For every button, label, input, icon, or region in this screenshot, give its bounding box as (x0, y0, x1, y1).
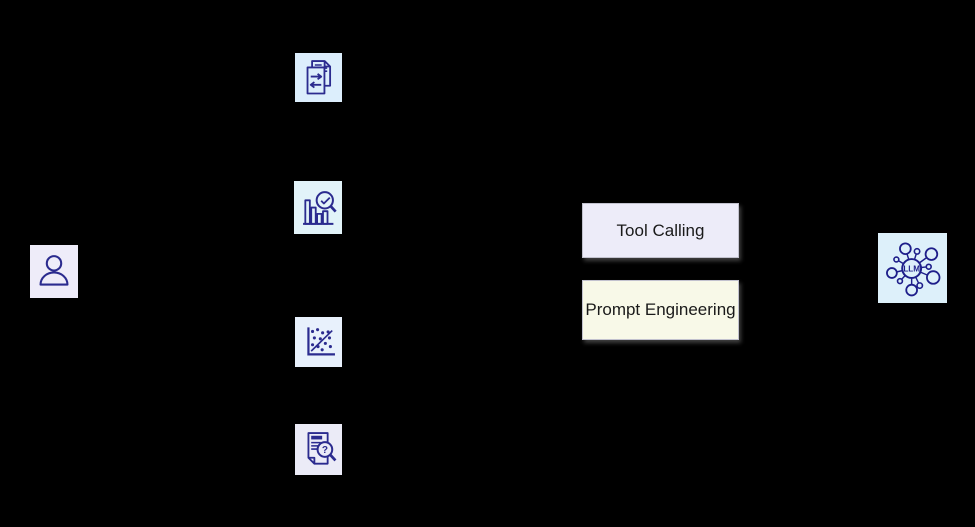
llm-node: LLM (878, 233, 947, 303)
scatter-plot-icon (307, 327, 335, 356)
user-node (30, 245, 78, 298)
task-node-document-transfer (295, 53, 342, 102)
user-icon (39, 254, 69, 286)
document-search-icon: ? (307, 432, 337, 465)
prompt-engineering-label: Prompt Engineering (585, 300, 736, 320)
document-transfer-icon (306, 60, 332, 95)
task-node-scatter-plot (295, 317, 342, 367)
task-node-document-search: ? (295, 424, 342, 475)
llm-network-icon: LLM (885, 241, 940, 296)
task-node-chart-inspect (294, 181, 342, 234)
tool-calling-label: Tool Calling (616, 220, 705, 240)
question-mark-glyph: ? (322, 445, 328, 456)
bar-chart-inspect-icon (303, 190, 337, 225)
prompt-engineering-node: Prompt Engineering (582, 280, 739, 340)
llm-label: LLM (903, 264, 920, 273)
tool-calling-node: Tool Calling (582, 203, 739, 258)
